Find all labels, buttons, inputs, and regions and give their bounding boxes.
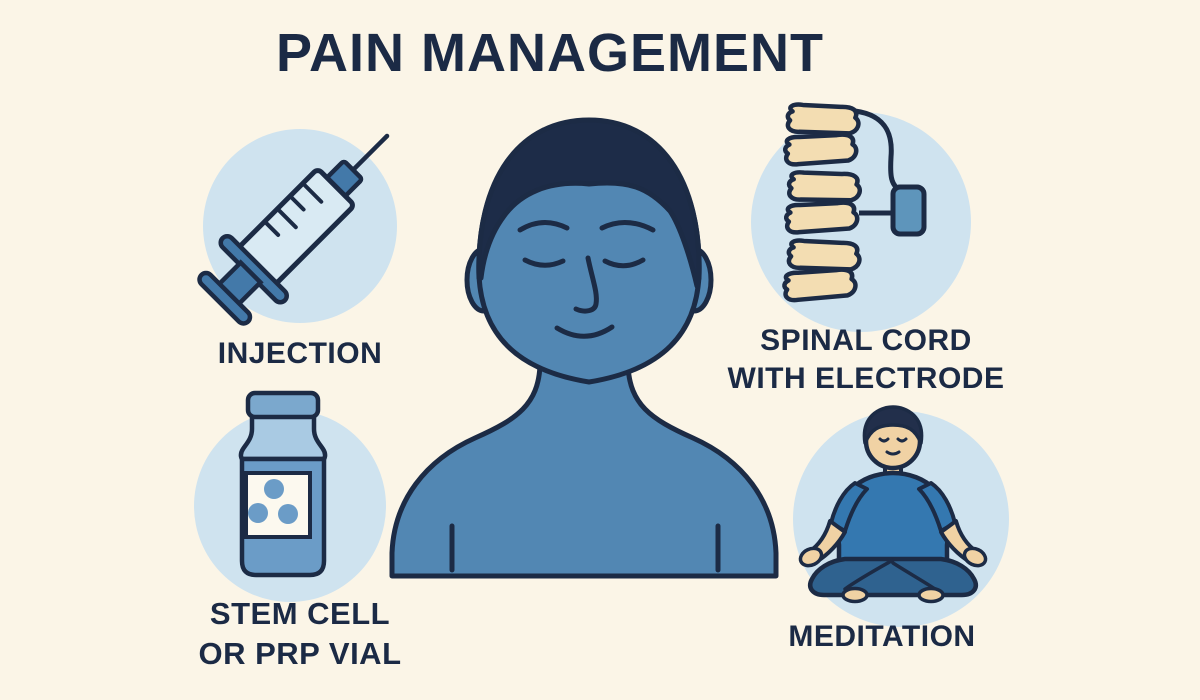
medicine-vial-icon [238,390,328,578]
stem-cell-label-line1: STEM CELL [209,596,391,631]
left-closed-eye [522,257,566,268]
spine-electrode-icon [755,95,927,325]
vial-neck [238,410,328,462]
closed-eyes [878,437,908,456]
plunger-end [197,270,253,326]
electrode-pad [890,184,927,237]
calm-person-figure [389,117,779,579]
page-title: PAIN MANAGEMENT [276,23,824,83]
needle [348,133,390,175]
clavicle-lines [449,523,721,573]
syringe-icon [197,133,390,326]
face-features [517,220,656,339]
meditating-person-icon [798,405,988,604]
vial-cap [245,390,321,420]
cell-dots [248,479,298,524]
electrode-wire [852,108,900,191]
smile [554,324,615,339]
stem-cell-label-line2: OR PRP VIAL [198,636,402,671]
spinal-cord-label: SPINAL CORD WITH ELECTRODE [690,322,1042,398]
right-foot [917,586,945,604]
stem-cell-label: STEM CELL OR PRP VIAL [148,594,452,674]
meditation-label: MEDITATION [788,620,976,653]
hair [476,117,702,289]
left-eyebrow [517,220,570,233]
left-hand [798,546,824,568]
injection-label: INJECTION [217,337,383,370]
spinal-cord-label-line1: SPINAL CORD [760,324,972,357]
spinal-cord-label-line2: WITH ELECTRODE [727,362,1005,395]
left-foot [841,586,869,604]
nose [573,255,599,314]
hair [862,405,924,445]
right-closed-eye [602,257,646,269]
barrel-ticks [264,182,324,237]
right-hand [962,546,988,568]
right-eyebrow [599,220,656,233]
